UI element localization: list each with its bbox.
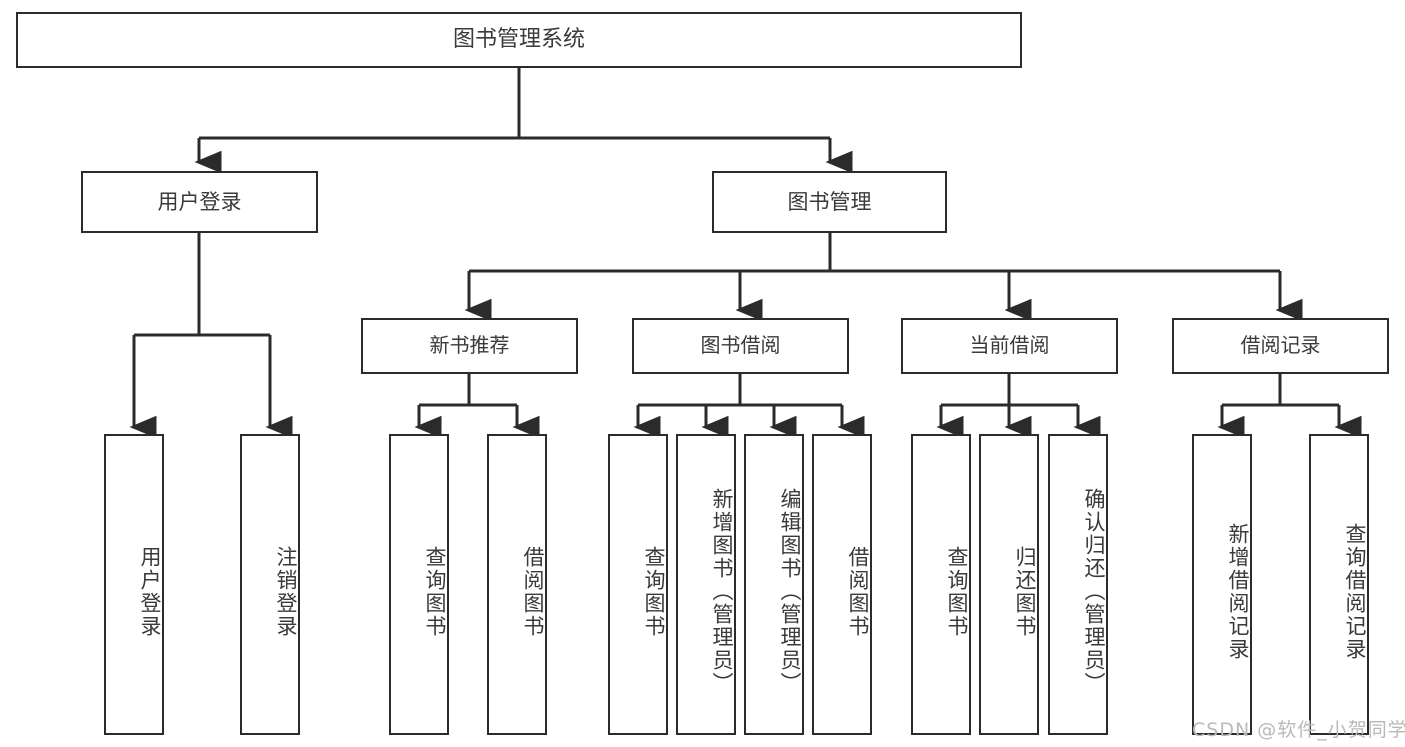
leaf-label: 查询图书	[642, 545, 666, 638]
leaf-book-borrow-edit[interactable]: 编辑图书（管理员）	[744, 434, 804, 735]
node-current-borrow[interactable]: 当前借阅	[901, 318, 1118, 374]
leaf-borrow-record-add[interactable]: 新增借阅记录	[1192, 434, 1252, 735]
leaf-label: 确认归还（管理员）	[1082, 488, 1106, 695]
leaf-label: 编辑图书（管理员）	[778, 488, 802, 695]
leaf-label: 借阅图书	[521, 545, 545, 638]
leaf-label: 归还图书	[1013, 545, 1037, 638]
leaf-current-borrow-confirm-return[interactable]: 确认归还（管理员）	[1048, 434, 1108, 735]
leaf-book-borrow-query[interactable]: 查询图书	[608, 434, 668, 735]
leaf-label: 新增图书（管理员）	[710, 488, 734, 695]
leaf-label: 查询图书	[945, 545, 969, 638]
node-label: 新书推荐	[429, 333, 510, 358]
leaf-book-borrow-add[interactable]: 新增图书（管理员）	[676, 434, 736, 735]
node-label: 用户登录	[157, 189, 242, 214]
leaf-label: 用户登录	[138, 545, 162, 638]
node-book-borrow[interactable]: 图书借阅	[632, 318, 849, 374]
leaf-user-login-login[interactable]: 用户登录	[104, 434, 164, 735]
leaf-current-borrow-query[interactable]: 查询图书	[911, 434, 971, 735]
leaf-current-borrow-return[interactable]: 归还图书	[979, 434, 1039, 735]
node-label: 当前借阅	[969, 333, 1050, 358]
leaf-borrow-record-query[interactable]: 查询借阅记录	[1309, 434, 1369, 735]
node-user-login[interactable]: 用户登录	[81, 171, 318, 233]
leaf-label: 新增借阅记录	[1226, 522, 1250, 661]
leaf-new-book-query[interactable]: 查询图书	[389, 434, 449, 735]
leaf-label: 查询借阅记录	[1343, 522, 1367, 661]
node-label: 借阅记录	[1240, 333, 1321, 358]
node-new-book-recommend[interactable]: 新书推荐	[361, 318, 578, 374]
leaf-label: 借阅图书	[846, 545, 870, 638]
leaf-label: 查询图书	[423, 545, 447, 638]
node-book-management[interactable]: 图书管理	[712, 171, 947, 233]
leaf-label: 注销登录	[274, 545, 298, 638]
node-label: 图书管理	[787, 189, 872, 214]
node-borrow-record[interactable]: 借阅记录	[1172, 318, 1389, 374]
node-root-system[interactable]: 图书管理系统	[16, 12, 1022, 68]
leaf-book-borrow-borrow[interactable]: 借阅图书	[812, 434, 872, 735]
node-label: 图书管理系统	[452, 27, 585, 53]
node-label: 图书借阅	[700, 333, 781, 358]
leaf-user-login-logout[interactable]: 注销登录	[240, 434, 300, 735]
leaf-new-book-borrow[interactable]: 借阅图书	[487, 434, 547, 735]
